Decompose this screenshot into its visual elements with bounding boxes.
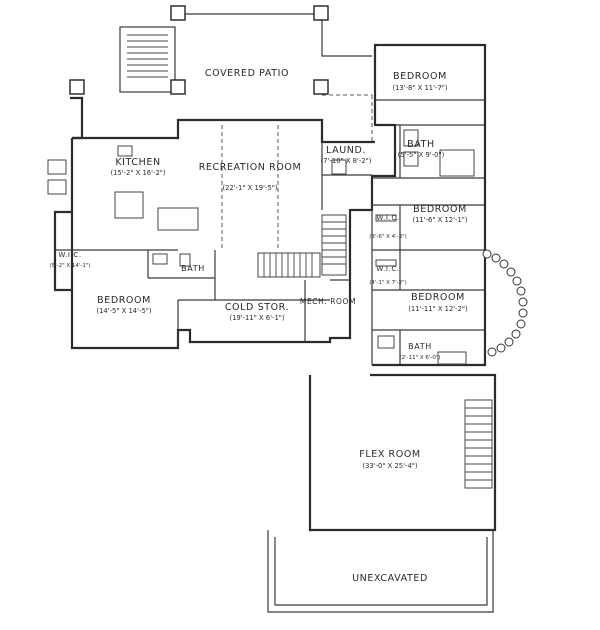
room-label-wic-w: W.I.C. — [58, 251, 81, 259]
room-label-wic-2: W.I.C. — [376, 265, 399, 273]
room-dim-bedroom-e: (11'-6" X 12'-1") — [412, 216, 467, 224]
room-label-bedroom-e: BEDROOM — [413, 204, 467, 215]
room-label-kitchen: KITCHEN — [115, 157, 160, 168]
room-labels: COVERED PATIO BEDROOM (13'-8" X 11'-7") … — [49, 68, 468, 584]
room-label-unexcavated: UNEXCAVATED — [352, 573, 428, 584]
room-label-bath-w: BATH — [181, 264, 205, 273]
patio-posts — [69, 5, 329, 95]
room-label-wic-1: W.I.C. — [376, 214, 399, 222]
room-label-covered-patio: COVERED PATIO — [205, 68, 289, 79]
room-label-laundry: LAUND. — [326, 145, 366, 156]
room-label-recreation: RECREATION ROOM — [199, 162, 302, 173]
room-dim-recreation: (22'-1" X 19'-5") — [222, 184, 277, 192]
beam-lines — [221, 94, 373, 250]
room-label-bedroom-se: BEDROOM — [411, 292, 465, 303]
interior-walls — [55, 99, 485, 365]
room-dim-cold-storage: (19'-11" X 6'-1") — [229, 314, 284, 322]
room-dim-kitchen: (15'-2" X 16'-2") — [110, 169, 165, 177]
stairs-flex — [464, 399, 493, 489]
bay-window — [482, 249, 528, 357]
room-dim-bedroom-w: (14'-5" X 14'-5") — [96, 307, 151, 315]
room-label-mech: MECH. ROOM — [300, 297, 356, 306]
room-dim-bath-ne: (5'-5" X 9'-0") — [398, 151, 445, 159]
room-label-bath-ne: BATH — [407, 139, 435, 150]
room-dim-bath-se: (2'-11" X 6'-0") — [399, 355, 440, 361]
room-label-bath-se: BATH — [408, 342, 432, 351]
room-label-flex: FLEX ROOM — [359, 449, 420, 460]
stairs-main — [257, 214, 347, 278]
room-label-cold-storage: COLD STOR. — [225, 302, 289, 313]
room-dim-wic-2: (4'-1" X 7'-2") — [369, 280, 407, 286]
room-dim-flex: (33'-0" X 25'-4") — [362, 462, 417, 470]
stairs-patio — [127, 34, 168, 78]
room-dim-laundry: (7'-10" X 8'-2") — [321, 157, 372, 165]
room-label-bedroom-w: BEDROOM — [97, 295, 151, 306]
room-dim-bedroom-ne: (13'-8" X 11'-7") — [392, 84, 447, 92]
room-dim-wic-1: (3'-6" X 4'-3") — [369, 234, 407, 240]
room-dim-wic-w: (5'-2" X 14'-1") — [49, 263, 90, 269]
room-label-bedroom-ne: BEDROOM — [393, 71, 447, 82]
room-dim-bedroom-se: (11'-11" X 12'-2") — [408, 305, 468, 313]
fixtures — [47, 129, 475, 365]
